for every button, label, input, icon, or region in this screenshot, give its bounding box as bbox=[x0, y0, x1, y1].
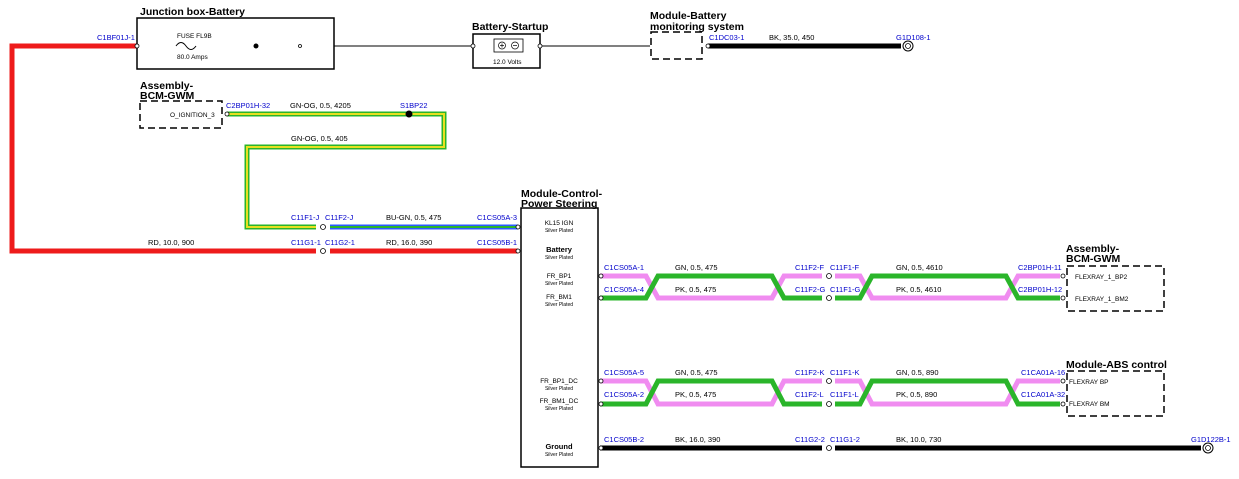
splice-s1bp22-icon bbox=[405, 110, 413, 118]
wire-label-bk-35: BK, 35.0, 450 bbox=[769, 33, 814, 42]
wire-label-gn-475-b: GN, 0.5, 475 bbox=[675, 368, 718, 377]
connector-c1dc03-1: C1DC03-1 bbox=[709, 33, 744, 42]
fuse-label: FUSE FL9B bbox=[177, 33, 212, 40]
wire-label-gn-4610: GN, 0.5, 4610 bbox=[896, 263, 943, 272]
bcm-top-title-2: BCM-GWM bbox=[140, 90, 194, 102]
bms-title-2: monitoring system bbox=[650, 21, 744, 33]
connector-c11f1-l: C11F1-L bbox=[830, 390, 859, 399]
connector-c11g2-2: C11G2-2 bbox=[795, 435, 825, 444]
abs-pin-bm: FLEXRAY BM bbox=[1069, 401, 1110, 408]
connector-c2bp01h-11: C2BP01H-11 bbox=[1018, 263, 1062, 272]
fuse-rating: 80.0 Amps bbox=[177, 54, 208, 61]
connector-c11g2-1: C11G2-1 bbox=[325, 238, 355, 247]
steering-pin-ground: Ground bbox=[545, 442, 572, 451]
connector-c2bp01h-12: C2BP01H-12 bbox=[1018, 285, 1062, 294]
inline-connector-pin-icons bbox=[134, 43, 1066, 451]
flexray-pair-1-wires[interactable] bbox=[600, 273, 1060, 301]
steering-pin-fr-bm1: FR_BM1 bbox=[546, 294, 572, 301]
connector-c11f2-f: C11F2-F bbox=[795, 263, 824, 272]
battery-title: Battery-Startup bbox=[472, 21, 548, 33]
battery-monitoring-module[interactable] bbox=[650, 31, 703, 60]
steering-pin-fr-bp1-dc-plating: Silver Plated bbox=[545, 386, 573, 392]
steering-pin-battery-plating: Silver Plated bbox=[545, 255, 573, 261]
gn-og-wire[interactable] bbox=[227, 111, 447, 230]
wire-label-gnog-4205: GN-OG, 0.5, 4205 bbox=[290, 101, 351, 110]
wire-label-pk-475-b: PK, 0.5, 475 bbox=[675, 390, 716, 399]
steering-pin-kl15: KL15 IGN bbox=[545, 220, 574, 227]
steering-pin-fr-bp1-dc: FR_BP1_DC bbox=[540, 378, 578, 385]
steering-pin-battery: Battery bbox=[546, 245, 573, 254]
wire-label-pk-890: PK, 0.5, 890 bbox=[896, 390, 937, 399]
wire-label-bk-10: BK, 10.0, 730 bbox=[896, 435, 941, 444]
abs-pin-bp: FLEXRAY BP bbox=[1069, 379, 1109, 386]
wire-label-rd-16: RD, 16.0, 390 bbox=[386, 238, 432, 247]
connector-c11g1-1: C11G1-1 bbox=[291, 238, 321, 247]
steering-pin-fr-bp1-plating: Silver Plated bbox=[545, 281, 573, 287]
wire-label-pk-4610: PK, 0.5, 4610 bbox=[896, 285, 941, 294]
connector-c1cs05a-2: C1CS05A-2 bbox=[604, 390, 644, 399]
connector-c11f2-g: C11F2-G bbox=[795, 285, 825, 294]
connector-g1d122b-1: G1D122B-1 bbox=[1191, 435, 1231, 444]
splice-dot-icon bbox=[253, 43, 259, 49]
connector-c11g1-2: C11G1-2 bbox=[830, 435, 860, 444]
abs-control-module[interactable] bbox=[1066, 370, 1165, 417]
steering-pin-kl15-plating: Silver Plated bbox=[545, 228, 573, 234]
connector-c11f1-j: C11F1-J bbox=[291, 213, 319, 222]
bcm-right-pin-bm2: FLEXRAY_1_BM2 bbox=[1075, 296, 1129, 303]
connector-c1ca01a-32: C1CA01A-32 bbox=[1021, 390, 1065, 399]
connector-c1cs05a-3: C1CS05A-3 bbox=[477, 213, 517, 222]
junction-box-title: Junction box-Battery bbox=[140, 6, 245, 18]
connector-c1cs05b-1: C1CS05B-1 bbox=[477, 238, 517, 247]
connector-c1cs05a-4: C1CS05A-4 bbox=[604, 285, 644, 294]
fuse-icon bbox=[175, 42, 197, 50]
steering-pin-ground-plating: Silver Plated bbox=[545, 452, 573, 458]
connector-c11f2-j: C11F2-J bbox=[325, 213, 353, 222]
connector-c1cs05b-2: C1CS05B-2 bbox=[604, 435, 644, 444]
wire-label-gn-890: GN, 0.5, 890 bbox=[896, 368, 939, 377]
bcm-gwm-top[interactable] bbox=[139, 100, 223, 129]
steering-title-1: Module-Control- bbox=[521, 188, 603, 200]
steering-pin-fr-bm1-dc-plating: Silver Plated bbox=[545, 406, 573, 412]
connector-c11f1-f: C11F1-F bbox=[830, 263, 859, 272]
bcm-top-title-1: Assembly- bbox=[140, 80, 194, 92]
wire-label-bk-16: BK, 16.0, 390 bbox=[675, 435, 720, 444]
red-power-wire-rd-10[interactable] bbox=[9, 43, 316, 254]
connector-s1bp22: S1BP22 bbox=[400, 101, 428, 110]
bms-title-1: Module-Battery bbox=[650, 10, 727, 22]
connector-c11f1-k: C11F1-K bbox=[830, 368, 859, 377]
steering-title-2: Power Steering bbox=[521, 198, 597, 210]
connector-c1bf01j-1: C1BF01J-1 bbox=[97, 33, 135, 42]
ground-g1d122b-icon bbox=[1202, 442, 1214, 454]
wire-label-gnog-405: GN-OG, 0.5, 405 bbox=[291, 134, 348, 143]
bcm-right-title-2: BCM-GWM bbox=[1066, 253, 1120, 265]
connector-c1cs05a-1: C1CS05A-1 bbox=[604, 263, 644, 272]
wire-label-bugn-475: BU-GN, 0.5, 475 bbox=[386, 213, 441, 222]
bcm-top-pin: O_IGNITION_3 bbox=[170, 112, 215, 119]
connector-g1d108-1: G1D108-1 bbox=[896, 33, 931, 42]
connector-c11f2-l: C11F2-L bbox=[795, 390, 824, 399]
wire-label-pk-475-a: PK, 0.5, 475 bbox=[675, 285, 716, 294]
connector-c11f1-g: C11F1-G bbox=[830, 285, 860, 294]
connector-c1cs05a-5: C1CS05A-5 bbox=[604, 368, 644, 377]
battery-voltage: 12.0 Volts bbox=[493, 59, 522, 66]
steering-pin-fr-bm1-plating: Silver Plated bbox=[545, 302, 573, 308]
wire-label-rd-10: RD, 10.0, 900 bbox=[148, 238, 194, 247]
junction-box-battery[interactable] bbox=[136, 17, 335, 70]
connector-c1ca01a-16: C1CA01A-16 bbox=[1021, 368, 1065, 377]
abs-title: Module-ABS control bbox=[1066, 359, 1167, 371]
flexray-pair-2-wires[interactable] bbox=[600, 378, 1060, 407]
connector-c2bp01h-32: C2BP01H-32 bbox=[226, 101, 270, 110]
connector-c11f2-k: C11F2-K bbox=[795, 368, 824, 377]
wire-label-gn-475-a: GN, 0.5, 475 bbox=[675, 263, 718, 272]
bcm-right-title-1: Assembly- bbox=[1066, 243, 1120, 255]
ground-g1d108-icon bbox=[902, 40, 914, 52]
steering-pin-fr-bm1-dc: FR_BM1_DC bbox=[540, 398, 579, 405]
bcm-gwm-right[interactable] bbox=[1066, 265, 1165, 312]
bcm-right-pin-bp2: FLEXRAY_1_BP2 bbox=[1075, 274, 1128, 281]
steering-pin-fr-bp1: FR_BP1 bbox=[547, 273, 572, 280]
power-steering-module[interactable] bbox=[520, 207, 599, 468]
battery-startup[interactable] bbox=[472, 33, 541, 69]
